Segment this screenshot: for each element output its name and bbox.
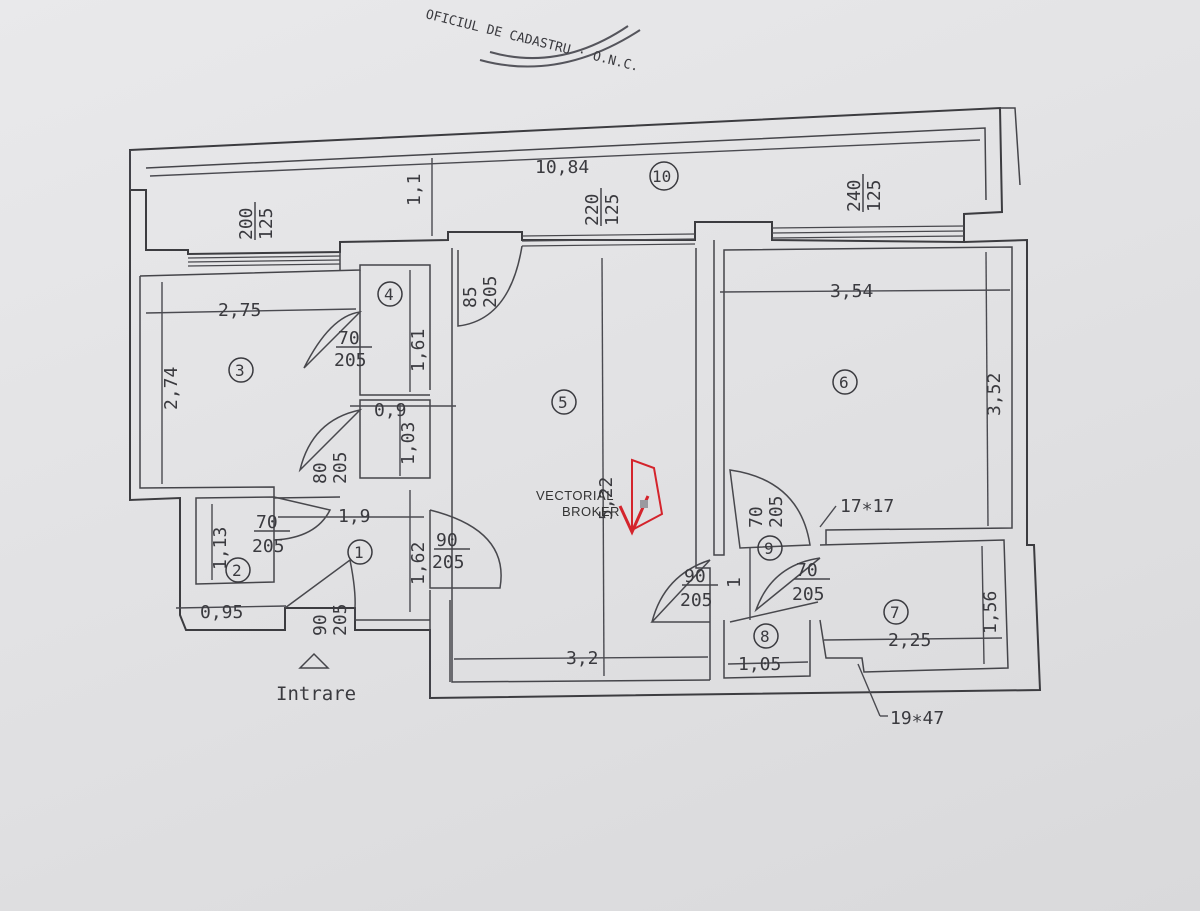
dim-overall-width: 10,84 — [535, 157, 589, 178]
dim-shaft-b: 19∗47 — [890, 708, 944, 729]
svg-text:8: 8 — [760, 627, 770, 646]
dim-room4-height: 1,61 — [408, 329, 429, 372]
svg-text:7: 7 — [890, 603, 900, 622]
door1-width: 90 — [436, 530, 458, 551]
room-3-label: 3 — [228, 357, 254, 383]
door4-width: 70 — [338, 328, 360, 349]
dim-gap-small: 0,9 — [374, 400, 407, 421]
door1-height: 205 — [432, 552, 465, 573]
door2-width: 70 — [256, 512, 278, 533]
door9-width: 70 — [746, 506, 767, 528]
dim-room2-height: 1,13 — [210, 527, 231, 570]
windows — [187, 225, 965, 267]
room-2-label: 2 — [225, 557, 251, 583]
door-balcony-width: 85 — [460, 286, 481, 308]
door8-width: 90 — [684, 566, 706, 587]
dim-room9-height: 1 — [724, 577, 745, 588]
logo-house-icon — [631, 458, 664, 532]
svg-text:9: 9 — [764, 539, 774, 558]
door3-width: 80 — [310, 462, 331, 484]
door3-height: 205 — [330, 451, 351, 484]
svg-text:4: 4 — [384, 285, 394, 304]
win1-width: 200 — [236, 207, 257, 240]
svg-text:6: 6 — [839, 373, 849, 392]
dim-room6-height: 3,52 — [984, 373, 1005, 416]
door9-height: 205 — [766, 495, 787, 528]
door-balcony-height: 205 — [480, 275, 501, 308]
dim-balcony-depth: 1,1 — [404, 173, 425, 206]
cadastre-stamp: OFICIUL DE CADASTRU · O.N.C. — [424, 7, 641, 75]
dimension-lines — [145, 139, 1011, 717]
dim-room2-width: 0,95 — [200, 602, 243, 623]
door7-width: 70 — [796, 560, 818, 581]
door8-height: 205 — [680, 590, 713, 611]
win1-height: 125 — [256, 207, 277, 240]
brand-logo: VECTORIAL BROKER — [536, 458, 664, 536]
entrance-marker: Intrare — [276, 652, 356, 705]
win3-height: 125 — [864, 179, 885, 212]
dim-hall-height: 1,62 — [408, 542, 429, 585]
dim-shaft-a: 17∗17 — [840, 496, 894, 517]
entrance-label: Intrare — [276, 683, 356, 705]
win3-width: 240 — [844, 179, 865, 212]
room-numbers: 1 2 3 4 5 6 7 8 9 10 — [225, 161, 909, 649]
logo-line2: BROKER — [562, 504, 620, 519]
dim-room6-width: 3,54 — [830, 281, 873, 302]
room-1-label: 1 — [347, 539, 373, 565]
room-9-label: 9 — [757, 535, 783, 561]
dim-room8-width: 1,05 — [738, 654, 781, 675]
room-10-label: 10 — [649, 161, 679, 191]
svg-text:5: 5 — [558, 393, 568, 412]
dimension-labels: 10,84 1,1 2,75 2,74 1,61 0,9 1,03 1,9 1,… — [161, 157, 1005, 729]
dim-small-room-height: 1,03 — [398, 422, 419, 465]
win2-height: 125 — [602, 193, 623, 226]
door-entry-width: 90 — [310, 614, 331, 636]
dim-room5-height: 5,22 — [596, 477, 617, 520]
room-5-label: 5 — [551, 389, 577, 415]
door-entry-height: 205 — [330, 603, 351, 636]
room-7-label: 7 — [883, 599, 909, 625]
stamp-text: OFICIUL DE CADASTRU · O.N.C. — [424, 7, 640, 75]
opening-labels: 200 125 220 125 240 125 85 205 70 205 80… — [236, 174, 885, 636]
dim-room5-width: 3,2 — [566, 648, 599, 669]
room-6-label: 6 — [832, 369, 858, 395]
door2-height: 205 — [252, 536, 285, 557]
door7-height: 205 — [792, 584, 825, 605]
dim-room3-height: 2,74 — [161, 367, 182, 410]
win2-width: 220 — [582, 193, 603, 226]
svg-text:1: 1 — [354, 543, 364, 562]
svg-text:3: 3 — [235, 361, 245, 380]
entrance-triangle-icon — [298, 652, 330, 669]
svg-text:2: 2 — [232, 561, 242, 580]
logo-line1: VECTORIAL — [536, 488, 614, 503]
door4-height: 205 — [334, 350, 367, 371]
door-swings — [273, 245, 821, 623]
dim-room3-width: 2,75 — [218, 300, 261, 321]
room-8-label: 8 — [753, 623, 779, 649]
dim-room7-width: 2,25 — [888, 630, 931, 651]
dim-hall-width: 1,9 — [338, 506, 371, 527]
dim-room7-height: 1,56 — [980, 591, 1001, 634]
room-4-label: 4 — [377, 281, 403, 307]
svg-text:10: 10 — [652, 167, 671, 186]
